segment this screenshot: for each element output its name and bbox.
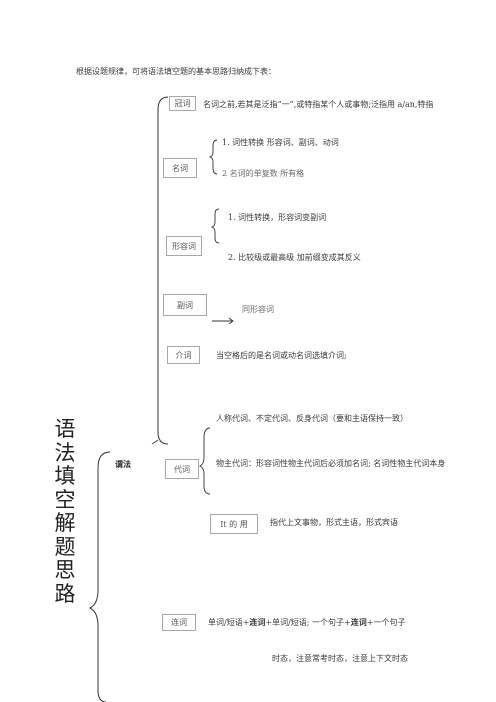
preposition-desc: 当空格后的是名词或动名词选填介词; [216, 351, 347, 360]
adjective-item-2: 2. 比较级或最高级 加前缀变成其反义 [228, 253, 361, 262]
category-article: 冠词 [169, 96, 196, 111]
conjunction-desc-b: +单词/短语; 一个句子+ [265, 618, 351, 627]
category-pronoun: 代词 [165, 459, 199, 479]
it-usage-box: It 的 用 [210, 514, 258, 534]
conjunction-desc-a: 单词/短语+ [208, 618, 250, 627]
tense-desc: 时态，注意常考时态，注意上下文时态 [272, 654, 408, 663]
pronoun-item-2: 物主代词：形容词性物主代词后必须加名词; 名词性物主代词本身 [216, 459, 446, 468]
intro-text: 根据设题规律，可将语法填空题的基本思路归纳成下表： [76, 67, 276, 76]
conjunction-bold-2: 连词 [350, 617, 367, 627]
main-title: 语法填空解题思路 [54, 417, 76, 606]
noun-item-1: 1. 词性转换 形容词、副词、动词 [222, 138, 339, 147]
conjunction-desc: 单词/短语+连词+单词/短语; 一个句子+连词+一个句子 [208, 617, 405, 628]
side-label: 谓法 [115, 459, 131, 469]
adjective-item-1: 1. 词性转换，形容词变副词 [228, 213, 327, 222]
category-conjunction: 连词 [162, 614, 196, 631]
category-preposition: 介词 [167, 346, 200, 364]
it-usage-desc: 指代上文事物，形式主语，形式宾语 [270, 518, 398, 527]
conjunction-bold-1: 连词 [249, 617, 266, 627]
category-noun: 名词 [163, 158, 197, 178]
category-adverb: 副词 [163, 294, 207, 316]
conjunction-desc-c: +一个句子 [366, 618, 406, 627]
pronoun-item-1: 人称代词、不定代词、反身代词（要和主语保持一致） [216, 414, 408, 423]
article-desc: 名词之前,若其是泛指“一”,或特指某个人或事物;泛指用 a/an,特指 [203, 100, 434, 109]
adverb-desc: 同形容词 [242, 305, 274, 314]
category-adjective: 形容词 [166, 236, 202, 256]
noun-item-2: 2 名词的单复数 所有格 [222, 169, 305, 178]
